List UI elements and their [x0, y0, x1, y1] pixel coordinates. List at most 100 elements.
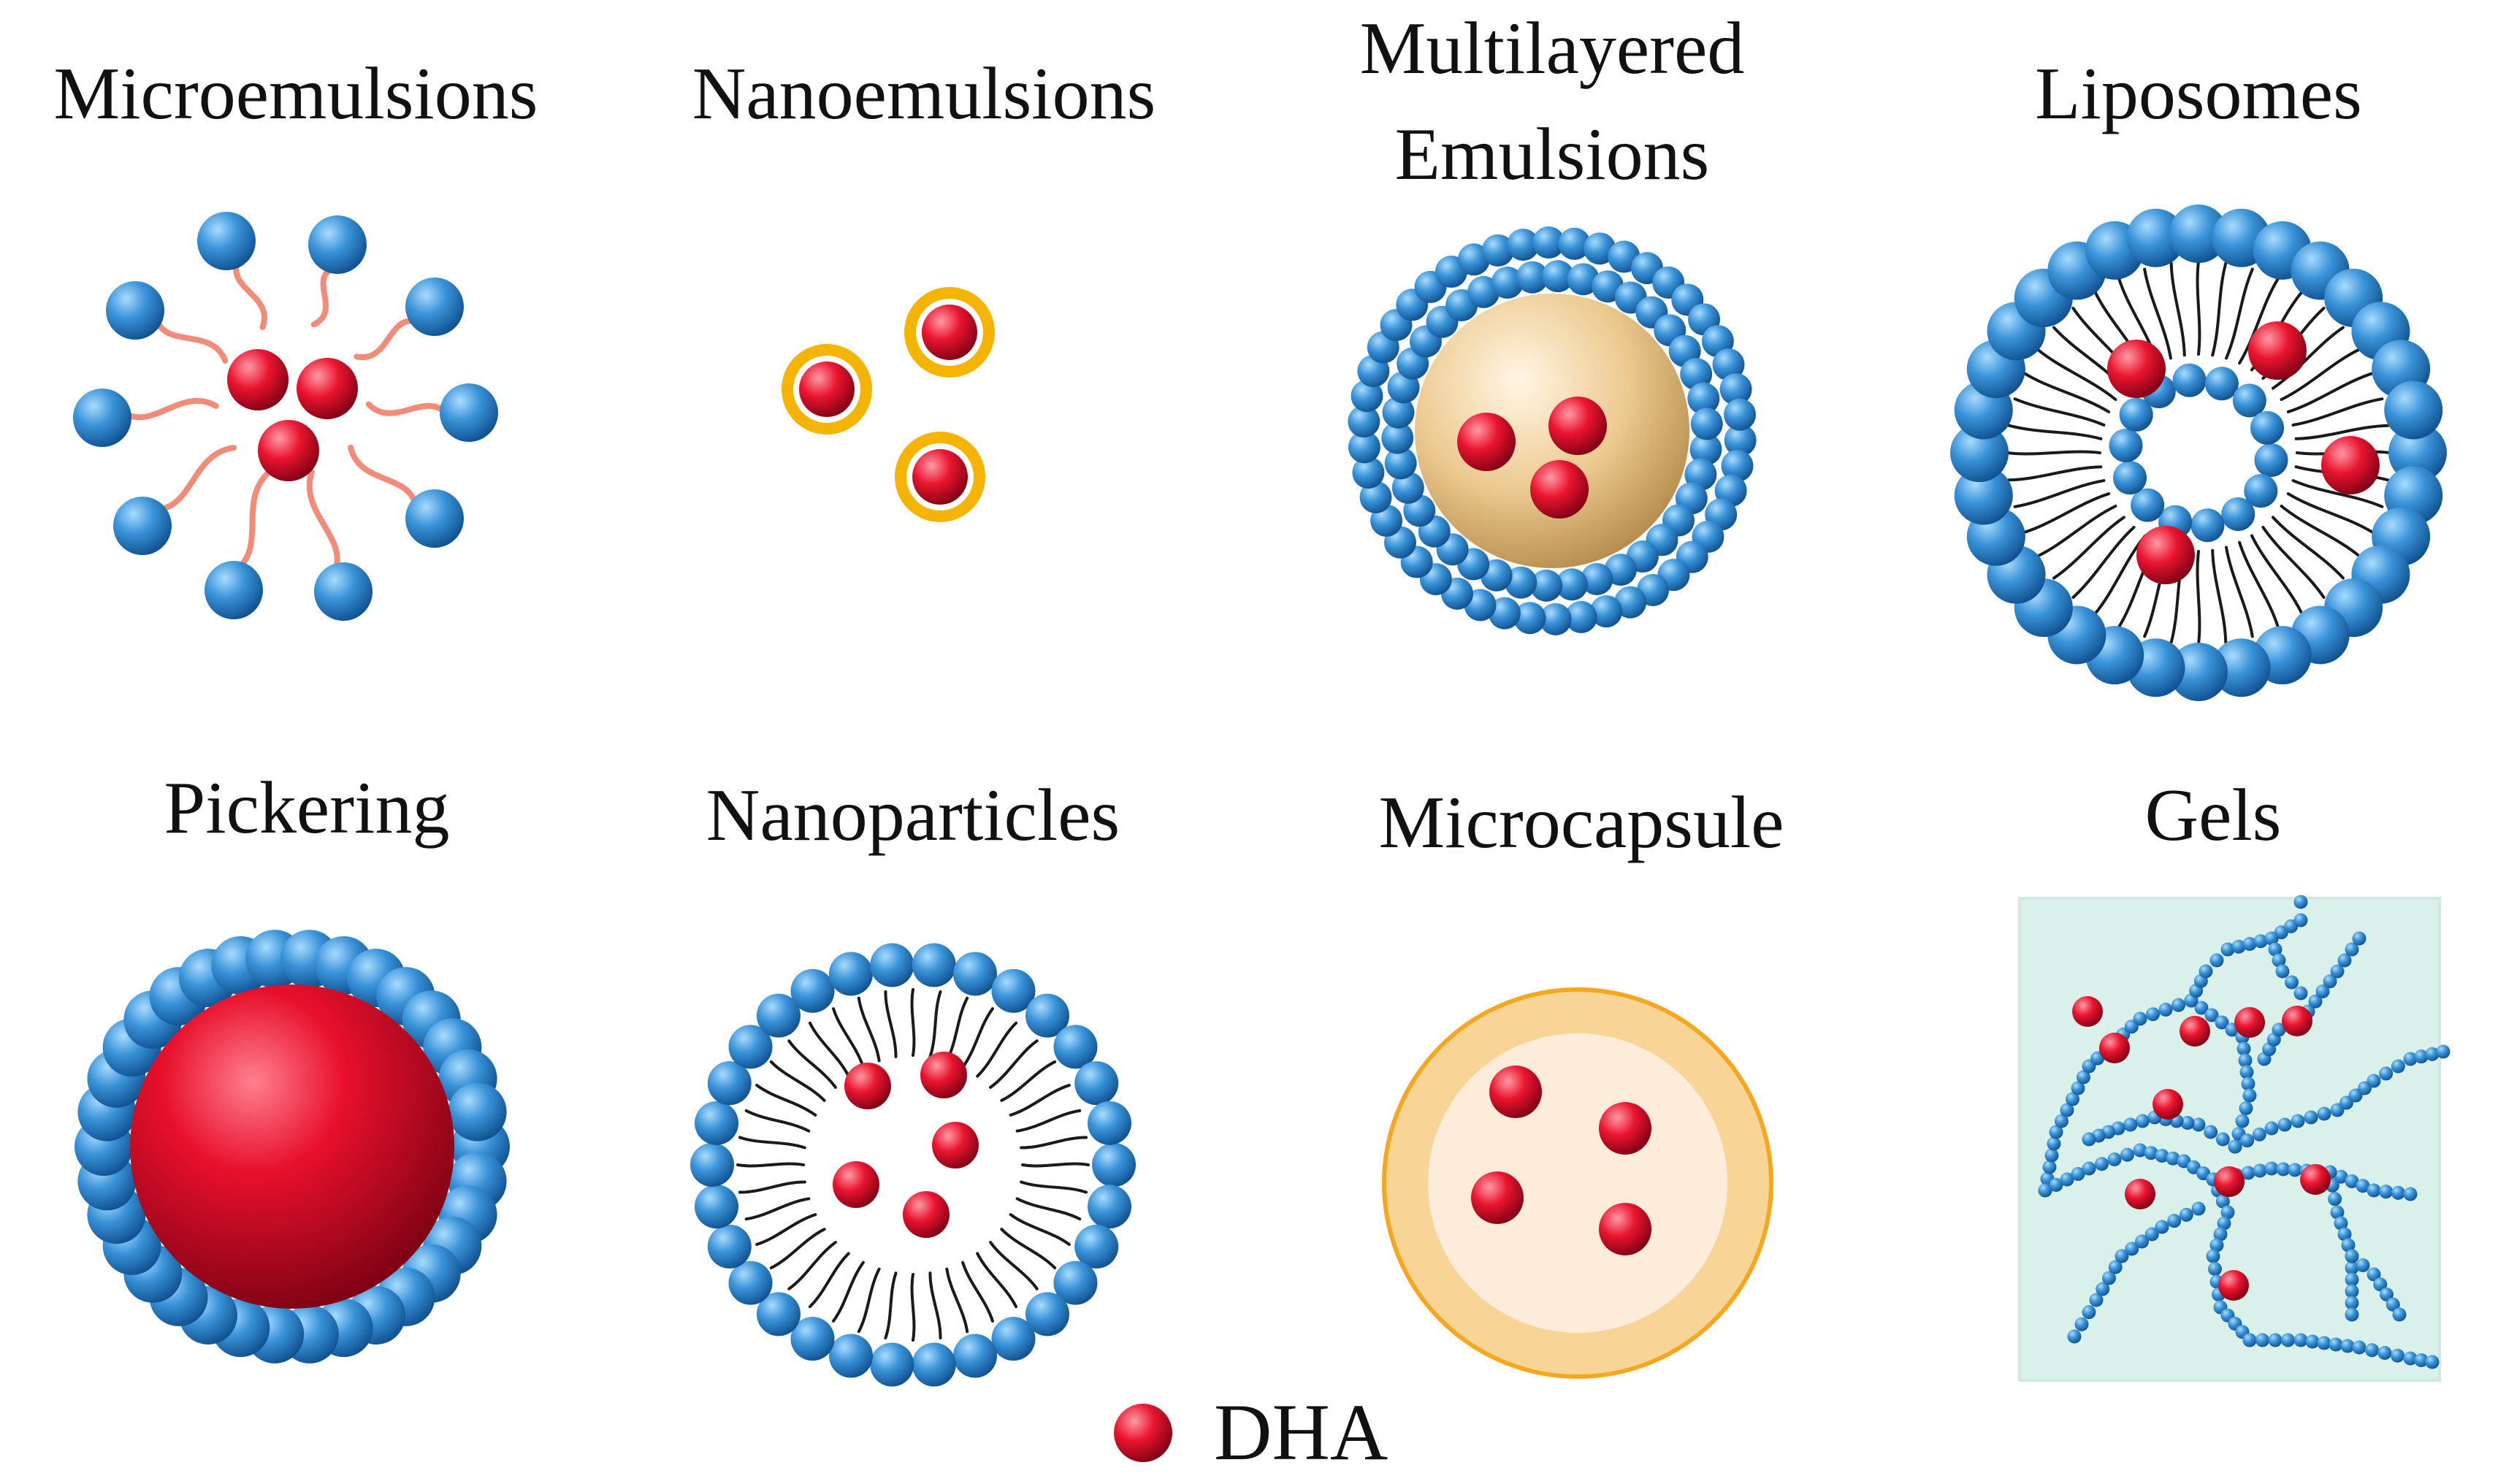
gel-polymer-bead [2345, 1284, 2359, 1298]
lipid-tail [910, 988, 916, 1057]
lipid-tail [2225, 546, 2254, 638]
lipid-tail [2022, 372, 2111, 413]
lipid-head [695, 1185, 739, 1229]
dha-droplet [799, 362, 855, 417]
outer-layer-bead [1351, 380, 1383, 413]
lipid-head-outer [1954, 466, 2013, 525]
inner-layer-bead [1541, 260, 1574, 293]
gel-polymer-bead [2082, 1305, 2096, 1320]
gel-polymer-bead [2199, 964, 2213, 979]
lipid-head-outer [2169, 643, 2228, 701]
inner-layer-bead [1680, 358, 1713, 391]
inner-layer-bead [1384, 447, 1417, 480]
surfactant-tail [159, 445, 237, 512]
lipid-head-outer [2388, 424, 2447, 482]
dha-droplet [2248, 321, 2307, 380]
gel-polymer-bead [2049, 1178, 2063, 1192]
gel-polymer-bead [2330, 964, 2345, 979]
lipid-head [1087, 1185, 1131, 1229]
dha-droplet [903, 1191, 950, 1238]
gel-polymer-bead [2366, 1074, 2381, 1088]
outer-layer-bead [1724, 398, 1757, 431]
gel-polymer-bead [2071, 1081, 2085, 1095]
dha-droplet [1599, 1203, 1651, 1255]
gel-polymer-bead [2240, 1133, 2255, 1148]
gel-polymer-bead [2115, 1249, 2129, 1263]
gel-polymer-bead [2328, 1192, 2342, 1206]
outer-layer-bead [1513, 602, 1546, 635]
lipid-head [728, 1025, 773, 1069]
gel-polymer-bead [2204, 1008, 2219, 1022]
dha-droplet [922, 305, 977, 360]
lipid-tail [1015, 1109, 1082, 1133]
gel-polymer-bead [2077, 1070, 2090, 1085]
inner-layer-bead [1491, 267, 1524, 299]
lipid-head [870, 1342, 914, 1387]
gel-polymer-bead [2133, 1143, 2147, 1158]
lipid-head [695, 1101, 739, 1145]
gel-polymer-bead [2391, 1185, 2405, 1200]
outer-layer-bead [1712, 348, 1745, 381]
label-pickering: Pickering [164, 767, 450, 849]
outer-layer-bead [1614, 586, 1647, 619]
gel-polymer-bead [2380, 1288, 2394, 1301]
gel-polymer-bead [2268, 942, 2282, 957]
lipid-tail [857, 1267, 881, 1334]
lipid-head [829, 1334, 874, 1378]
gel-polymer-bead [2334, 1169, 2348, 1184]
lipid-tail [1009, 1213, 1071, 1246]
gel-polymer-bead [2215, 1132, 2230, 1147]
gel-polymer-bead [2385, 1297, 2400, 1312]
label-multilayered-line1: Multilayered [1360, 7, 1745, 90]
dha-droplet [2321, 436, 2380, 494]
gel-polymer-bead [2180, 1116, 2195, 1130]
lipid-tail [1021, 1162, 1090, 1168]
gel-polymer-bead [2373, 1277, 2388, 1292]
gel-polymer-bead [2125, 1242, 2139, 1256]
gel-polymer-bead [2209, 1238, 2224, 1252]
gel-polymer-bead [2241, 1166, 2255, 1180]
gel-polymer-bead [2414, 1353, 2429, 1367]
surfactant-head [440, 383, 498, 442]
lipid-head [1092, 1143, 1136, 1187]
lipid-tail [2286, 492, 2375, 534]
gel-polymer-bead [2144, 1146, 2158, 1160]
gel-polymer-bead [2215, 1194, 2230, 1209]
lipid-tail [928, 990, 942, 1058]
lipid-head [790, 1317, 835, 1361]
outer-layer-bead [1539, 603, 1572, 635]
lipid-head-outer [2169, 204, 2228, 263]
gel-polymer-bead [2242, 1333, 2257, 1347]
gel-polymer-bead [2356, 1179, 2370, 1193]
surfactant-tail [354, 318, 416, 361]
lipid-head-inner [2244, 474, 2278, 508]
gel-polymer-bead [2213, 1227, 2228, 1242]
dha-droplet [1599, 1102, 1651, 1155]
dha-droplet [258, 420, 319, 481]
gel-polymer-bead [2366, 1267, 2381, 1282]
gel-polymer-bead [2231, 939, 2246, 954]
lipid-head [707, 1061, 752, 1106]
outer-layer-bead [1724, 424, 1757, 456]
lipid-head-inner [2232, 383, 2266, 418]
lipid-head-inner [2254, 443, 2288, 477]
inner-layer-bead [1556, 568, 1589, 601]
gel-polymer-bead [2323, 974, 2337, 989]
dha-droplet [2152, 1089, 2183, 1120]
gel-polymer-bead [2074, 1317, 2089, 1331]
microemulsion-diagram [73, 212, 498, 621]
dha-droplet [1530, 460, 1589, 519]
gel-polymer-bead [2264, 1161, 2279, 1176]
label-microcapsule: Microcapsule [1378, 781, 1784, 864]
outer-layer-bead [1590, 595, 1623, 628]
lipid-tail [945, 1267, 969, 1334]
dha-droplet [297, 358, 358, 419]
gel-polymer-bead [2082, 1161, 2096, 1176]
gel-polymer-bead [2241, 1076, 2255, 1091]
gel-polymer-bead [2345, 942, 2359, 957]
lipid-tail [787, 1039, 837, 1089]
lipid-head [991, 968, 1036, 1013]
lipid-tail [1009, 1084, 1071, 1117]
gel-polymer-bead [2253, 1163, 2267, 1178]
lipid-tail [976, 1252, 1018, 1309]
